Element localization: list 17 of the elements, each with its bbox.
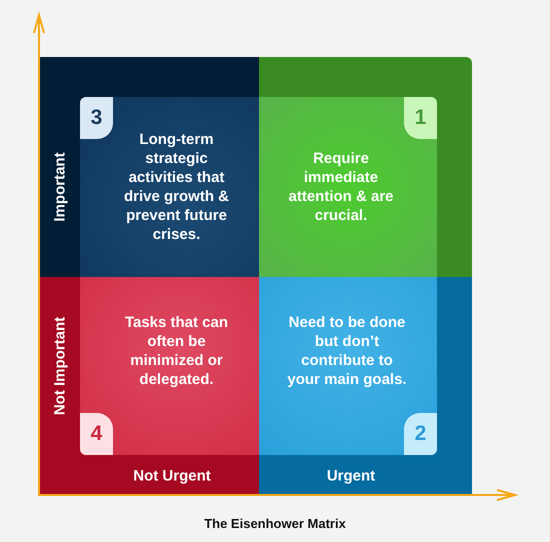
number-badge: 4	[80, 413, 113, 455]
quadrant-card	[259, 277, 437, 455]
number-badge: 2	[404, 413, 437, 455]
quadrant-description: Need to be done but don’t contribute to your main goals.	[287, 313, 407, 389]
quadrant-card	[259, 97, 437, 277]
number-badge: 3	[80, 97, 113, 139]
quadrant-card	[80, 97, 259, 277]
axis-label: Urgent	[326, 468, 376, 484]
quadrant-description: Long-term strategic activities that drive growth & prevent future crises.	[122, 130, 230, 244]
caption: The Eisenhower Matrix	[204, 516, 346, 531]
quadrant-description: Tasks that can often be minimized or delegated.	[124, 313, 230, 389]
axis-label: Not Urgent	[133, 468, 211, 484]
quadrant-description: Require immediate attention & are crucial.	[287, 149, 394, 225]
quadrant-card	[80, 277, 259, 455]
number-badge: 1	[404, 97, 437, 139]
axis-label: Important	[52, 152, 68, 222]
axis-label: Not Important	[52, 316, 68, 416]
